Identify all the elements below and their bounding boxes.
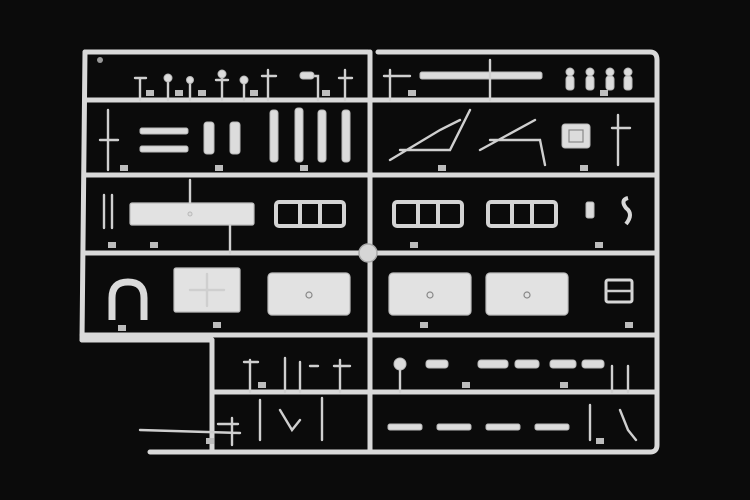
corner-triangle-mark — [97, 57, 103, 63]
row3-parts — [102, 178, 632, 255]
row4-parts — [108, 267, 634, 320]
frame-left — [79, 49, 88, 343]
number-tabs — [108, 90, 633, 444]
center-hub — [358, 243, 378, 263]
row5-parts — [138, 356, 638, 447]
row1-small-parts — [133, 58, 633, 102]
row2-parts — [98, 107, 632, 172]
sprue-frame — [79, 49, 660, 455]
